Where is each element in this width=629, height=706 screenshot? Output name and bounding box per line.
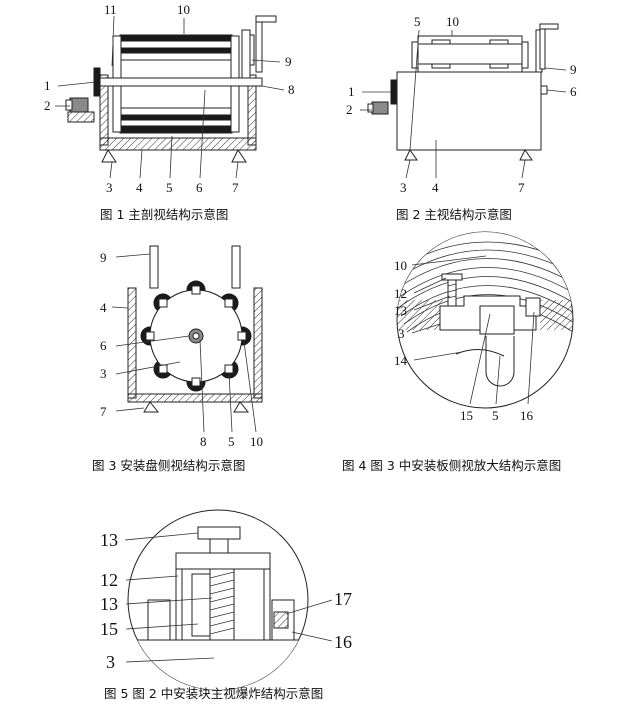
figure-1-section-view: 11 10 9 1 8 2 3 4 5 6 7 <box>44 2 295 195</box>
fig5-label: 15 <box>100 619 118 639</box>
fig4-label: 15 <box>460 408 473 423</box>
fig3-label: 6 <box>100 338 107 353</box>
fig1-label: 1 <box>44 78 51 93</box>
fig5-label: 13 <box>100 530 118 550</box>
fig3-label: 3 <box>100 366 107 381</box>
fig5-label: 12 <box>100 570 118 590</box>
fig1-label: 3 <box>106 180 113 195</box>
fig1-label: 9 <box>285 54 292 69</box>
fig5-label: 13 <box>100 594 118 614</box>
fig3-label: 5 <box>228 434 235 449</box>
fig1-label: 2 <box>44 98 51 113</box>
fig2-label: 10 <box>446 14 459 29</box>
figure-5-caption: 图 5 图 2 中安装块主视爆炸结构示意图 <box>104 686 323 701</box>
fig4-label: 13 <box>394 303 407 318</box>
fig2-label: 9 <box>570 62 577 77</box>
figure-5-block-exploded-view: 13 12 13 17 15 16 3 <box>100 509 352 691</box>
fig4-label: 5 <box>492 408 499 423</box>
fig4-label: 10 <box>394 258 407 273</box>
fig1-label: 8 <box>288 82 295 97</box>
figure-3-disc-side-view: 9 4 6 3 7 8 5 10 <box>100 245 263 449</box>
fig5-label: 3 <box>106 652 115 672</box>
figure-4-caption: 图 4 图 3 中安装板侧视放大结构示意图 <box>342 458 561 473</box>
fig1-label: 11 <box>104 2 117 17</box>
figure-3-caption: 图 3 安装盘侧视结构示意图 <box>92 458 245 473</box>
fig5-label: 17 <box>334 589 352 609</box>
fig1-label: 7 <box>232 180 239 195</box>
fig2-label: 7 <box>518 180 525 195</box>
fig5-label: 16 <box>334 632 352 652</box>
fig3-label: 8 <box>200 434 207 449</box>
fig4-label: 16 <box>520 408 534 423</box>
fig1-label: 4 <box>136 180 143 195</box>
fig2-label: 3 <box>400 180 407 195</box>
fig2-label: 2 <box>346 102 353 117</box>
fig2-label: 1 <box>348 84 355 99</box>
figure-4-plate-detail: 10 12 13 3 14 15 5 16 <box>394 231 574 423</box>
fig1-label: 10 <box>177 2 190 17</box>
fig3-label: 7 <box>100 404 107 419</box>
fig2-label: 4 <box>432 180 439 195</box>
fig4-label: 3 <box>398 326 405 341</box>
fig3-label: 4 <box>100 300 107 315</box>
fig3-label: 10 <box>250 434 263 449</box>
fig2-label: 6 <box>570 84 577 99</box>
fig3-label: 9 <box>100 250 107 265</box>
fig4-label: 12 <box>394 286 407 301</box>
fig4-label: 14 <box>394 353 408 368</box>
fig2-label: 5 <box>414 14 421 29</box>
figure-1-caption: 图 1 主剖视结构示意图 <box>100 207 228 222</box>
figure-2-front-view: 5 10 9 1 6 2 3 4 7 <box>346 14 577 195</box>
fig1-label: 5 <box>166 180 173 195</box>
fig1-label: 6 <box>196 180 203 195</box>
figure-2-caption: 图 2 主视结构示意图 <box>396 207 512 222</box>
